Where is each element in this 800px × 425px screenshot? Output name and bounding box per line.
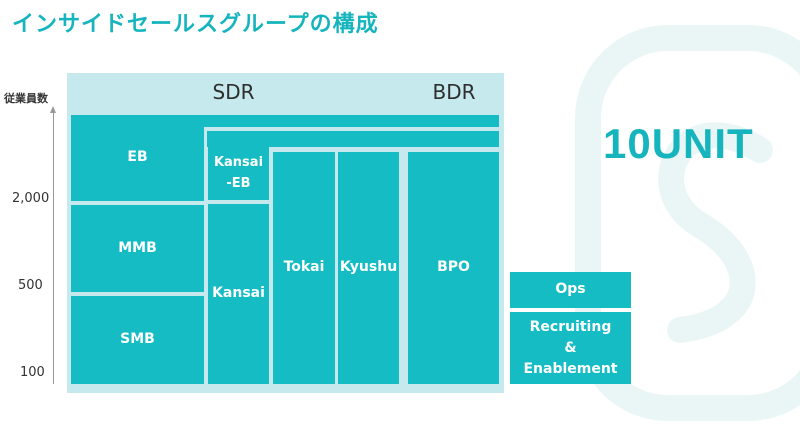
unit-smb: SMB [71,296,204,384]
unit-kansai-eb: Kansai -EB [208,147,269,200]
unit-kansai: Kansai [208,204,269,384]
unit-count-label: 10UNIT [603,120,754,167]
tick-2000: 2,000 [12,191,50,206]
tick-500: 500 [18,278,43,293]
y-axis-line [53,112,54,384]
axis-arrow-icon [50,106,56,113]
unit-tokai: Tokai [273,152,335,384]
unit-bpo: BPO [408,152,499,384]
unit-kyushu: Kyushu [338,152,399,384]
unit-mmb: MMB [71,205,204,292]
kansai-top-bar [207,131,499,147]
unit-recruiting-enablement: Recruiting & Enablement [510,312,631,384]
sdr-header: SDR [67,73,400,111]
unit-eb: EB [71,115,204,201]
tick-100: 100 [20,365,45,380]
unit-ops: Ops [510,272,631,308]
axis-label: 従業員数 [4,92,48,105]
page-title: インサイドセールスグループの構成 [12,12,379,37]
bdr-header: BDR [404,73,504,111]
